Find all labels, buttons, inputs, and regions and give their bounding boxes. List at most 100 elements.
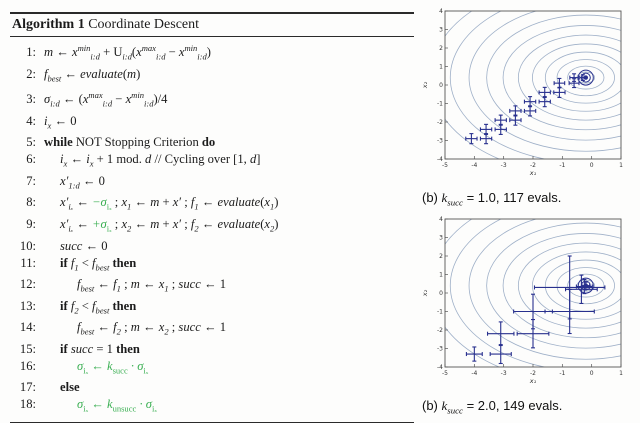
- line-content: else: [60, 380, 80, 395]
- line-content: m ← xmini:d + Ui:d(xmaxi:d − xmini:d): [44, 43, 211, 62]
- algorithm-line: 4: ix ← 0: [10, 113, 414, 135]
- line-content: x′iₓ ← +σiₓ ; x2 ← m + x′ ; f2 ← evaluat…: [60, 216, 279, 234]
- line-content: x′iₓ ← −σiₓ ; x1 ← m + x′ ; f1 ← evaluat…: [60, 195, 279, 212]
- algorithm-line: 18:σiₓ ← kunsucc · σiₓ: [10, 396, 414, 418]
- svg-text:-4: -4: [471, 370, 477, 377]
- line-content: ix ← ix + 1 mod. d // Cycling over [1, d…: [60, 152, 261, 169]
- line-content: fbest ← f2 ; m ← x2 ; succ ← 1: [77, 320, 226, 337]
- algorithm-line: 15: if succ = 1 then: [10, 341, 414, 358]
- algorithm-line: 7: x′1:d ← 0: [10, 173, 414, 195]
- svg-text:3: 3: [439, 235, 443, 242]
- line-content: if f2 < fbest then: [60, 298, 137, 316]
- figure-caption-1: (b) ksucc = 1.0, 117 evals.: [422, 190, 562, 208]
- line-number: 11:: [20, 255, 36, 270]
- algorithm-line: 3:σi:d ← (xmaxi:d − xmini:d)/4: [10, 87, 414, 113]
- line-number: 3:: [26, 92, 36, 107]
- figure-caption-2: (b) ksucc = 2.0, 149 evals.: [422, 398, 563, 416]
- x-axis-label: x₁: [529, 377, 537, 385]
- svg-text:1: 1: [439, 64, 443, 71]
- line-number: 14:: [19, 320, 36, 335]
- plot-area: [445, 11, 621, 159]
- algorithm-box: Algorithm 1 Coordinate Descent 1: m ← xmi…: [10, 12, 414, 423]
- algorithm-line: 17: else: [10, 379, 414, 396]
- svg-text:-3: -3: [501, 162, 507, 169]
- svg-text:1: 1: [619, 370, 623, 377]
- svg-text:4: 4: [439, 8, 443, 15]
- svg-text:-5: -5: [442, 162, 448, 169]
- svg-text:-3: -3: [437, 138, 443, 145]
- search-path: [465, 73, 587, 145]
- line-number: 13:: [19, 298, 36, 313]
- svg-text:0: 0: [439, 290, 443, 297]
- y-axis-label: x₂: [421, 81, 429, 89]
- svg-text:-4: -4: [471, 162, 477, 169]
- line-number: 8:: [26, 195, 36, 210]
- line-content: ix ← 0: [44, 113, 77, 131]
- svg-text:-3: -3: [437, 346, 443, 353]
- algorithm-line: 16: σiₓ ← ksucc · σiₓ: [10, 358, 414, 380]
- y-axis-label: x₂: [421, 289, 429, 297]
- algorithm-line: 6: ix ← ix + 1 mod. d // Cycling over [1,…: [10, 151, 414, 173]
- algorithm-title-name: Coordinate Descent: [84, 17, 200, 32]
- algorithm-lines: 1: m ← xmini:d + Ui:d(xmaxi:d − xmini:d) 2…: [10, 37, 414, 423]
- line-number: 5:: [26, 135, 36, 150]
- svg-text:0: 0: [590, 370, 594, 377]
- line-content: fbest ← f1 ; m ← x1 ; succ ← 1: [77, 277, 226, 294]
- algorithm-line: 8: x′iₓ ← −σiₓ ; x1 ← m + x′ ; f1 ← evalu…: [10, 194, 414, 216]
- line-content: x′1:d ← 0: [60, 173, 105, 191]
- optimum-marker: [577, 69, 594, 86]
- line-number: 9:: [26, 216, 36, 231]
- algorithm-line: 11: if f1 < fbest then: [10, 255, 414, 277]
- line-number: 12:: [19, 277, 36, 292]
- svg-text:-4: -4: [437, 364, 443, 371]
- svg-text:-2: -2: [530, 162, 536, 169]
- line-content: succ ← 0: [60, 238, 108, 253]
- line-number: 18:: [19, 397, 36, 412]
- svg-text:-1: -1: [559, 370, 565, 377]
- algorithm-title-label: Algorithm 1: [12, 17, 85, 32]
- algorithm-line: 5:while NOT Stopping Criterion do: [10, 134, 414, 151]
- algorithm-line: 10: succ ← 0: [10, 238, 414, 255]
- line-number: 4:: [26, 113, 36, 128]
- svg-text:1: 1: [619, 162, 623, 169]
- svg-text:2: 2: [439, 45, 443, 52]
- line-number: 10:: [19, 238, 36, 253]
- svg-text:1: 1: [439, 272, 443, 279]
- svg-text:4: 4: [439, 216, 443, 223]
- line-content: fbest ← evaluate(m): [44, 66, 141, 84]
- line-number: 1:: [26, 45, 36, 60]
- algorithm-line: 12: fbest ← f1 ; m ← x1 ; succ ← 1: [10, 276, 414, 298]
- optimum-marker: [577, 277, 594, 294]
- line-number: 7:: [26, 173, 36, 188]
- algorithm-line: 14: fbest ← f2 ; m ← x2 ; succ ← 1: [10, 319, 414, 341]
- svg-text:0: 0: [590, 162, 594, 169]
- x-axis-label: x₁: [529, 169, 537, 177]
- algorithm-line: 9: x′iₓ ← +σiₓ ; x2 ← m + x′ ; f2 ← evalu…: [10, 216, 414, 238]
- line-content: if succ = 1 then: [60, 341, 140, 356]
- algorithm-line: 13: if f2 < fbest then: [10, 298, 414, 320]
- svg-text:-1: -1: [437, 309, 443, 316]
- algorithm-line: 1: m ← xmini:d + Ui:d(xmaxi:d − xmini:d): [10, 40, 414, 66]
- svg-text:-3: -3: [501, 370, 507, 377]
- line-number: 17:: [19, 380, 36, 395]
- line-number: 6:: [26, 152, 36, 167]
- svg-text:2: 2: [439, 253, 443, 260]
- plot-area: [445, 219, 621, 367]
- line-number: 16:: [19, 358, 36, 373]
- line-number: 2:: [26, 66, 36, 81]
- svg-text:-5: -5: [442, 370, 448, 377]
- line-number: 15:: [19, 341, 36, 356]
- svg-text:-1: -1: [437, 101, 443, 108]
- line-content: σiₓ ← ksucc · σiₓ: [77, 358, 149, 376]
- svg-text:3: 3: [439, 27, 443, 34]
- algorithm-line: 2: fbest ← evaluate(m): [10, 66, 414, 88]
- line-content: if f1 < fbest then: [60, 255, 137, 273]
- svg-text:-2: -2: [437, 119, 443, 126]
- contour-lines: [445, 11, 621, 159]
